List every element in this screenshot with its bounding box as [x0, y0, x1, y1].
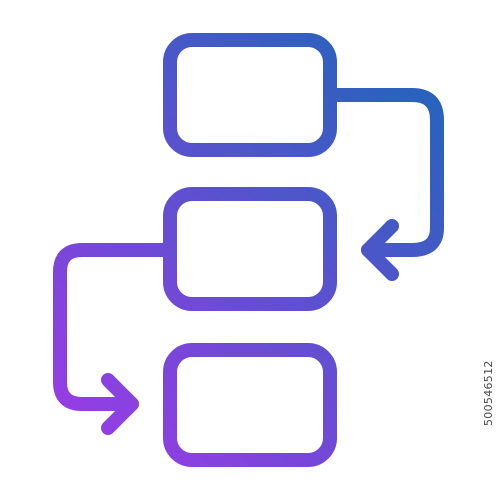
top-process-box: [163, 33, 337, 157]
left-connector-line: [53, 243, 177, 411]
bottom-process-box: [163, 343, 337, 467]
right-connector-line: [323, 88, 444, 257]
arrow-right-icon: [101, 373, 139, 435]
middle-process-box: [163, 187, 337, 311]
arrow-left-icon: [361, 219, 399, 281]
watermark-id: 500546512: [482, 360, 495, 426]
